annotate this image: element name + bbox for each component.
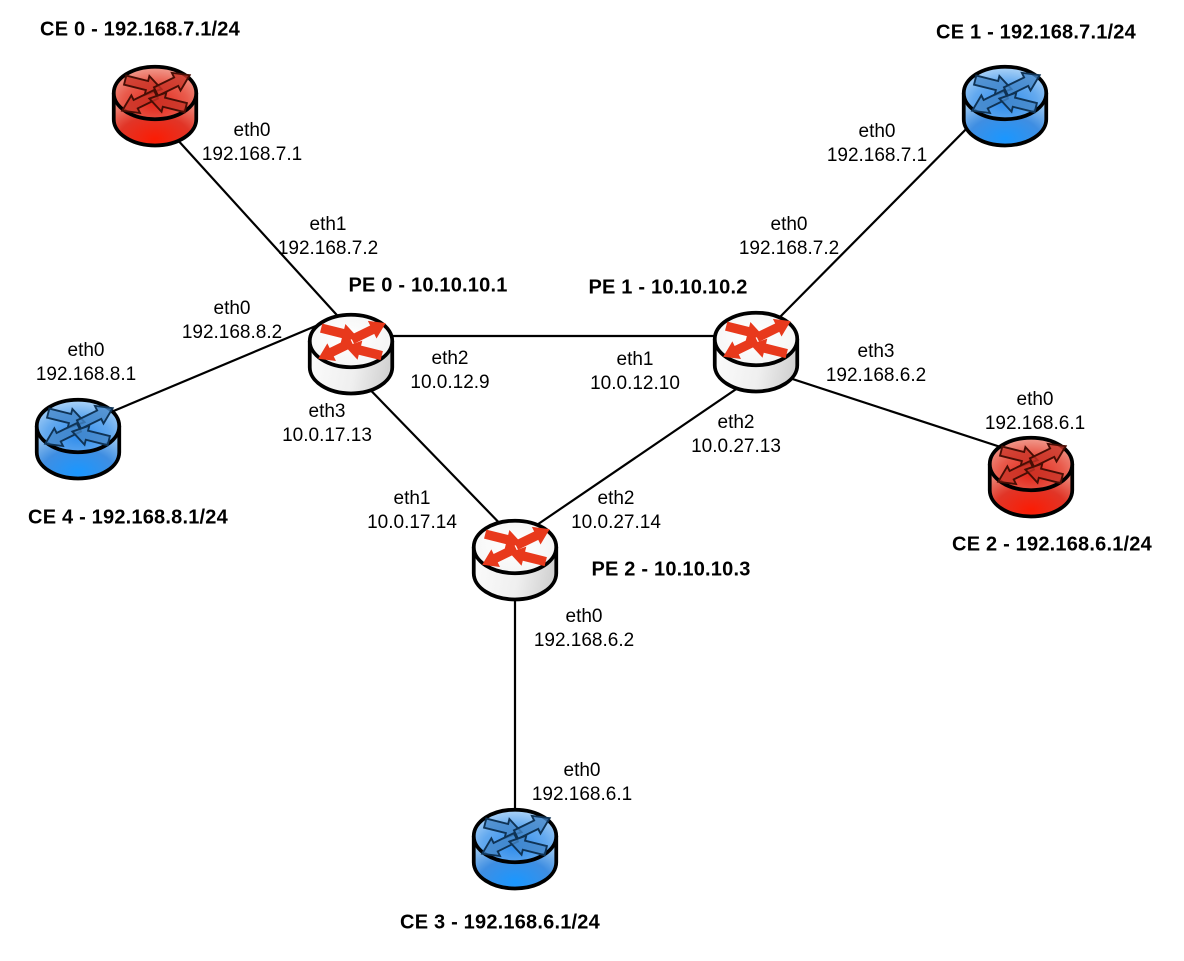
interface-name: eth0 [858, 121, 896, 142]
link-ce0-pe0 [164, 125, 346, 325]
interface-name: eth2 [717, 412, 755, 433]
interface-name: eth0 [565, 606, 603, 627]
node-title-pe1: PE 1 - 10.10.10.2 [588, 276, 748, 299]
interface-label-ce0-eth0: eth0 192.168.7.1 [202, 119, 302, 167]
interface-name: eth2 [597, 488, 635, 509]
interface-name: eth1 [616, 349, 654, 370]
interface-ip: 10.0.27.13 [691, 436, 781, 457]
node-title-pe0: PE 0 - 10.10.10.1 [348, 274, 508, 297]
link-pe1-pe2 [527, 365, 771, 532]
interface-name: eth0 [67, 340, 105, 361]
node-title-ce4: CE 4 - 192.168.8.1/24 [28, 506, 228, 529]
interface-ip: 192.168.6.2 [533, 630, 635, 651]
interface-name: eth3 [857, 341, 895, 362]
router-pe1 [712, 310, 800, 394]
interface-ip: 10.0.17.14 [367, 512, 457, 533]
interface-label-pe0-eth0: eth0 192.168.8.2 [182, 297, 282, 345]
node-title-ce2: CE 2 - 192.168.6.1/24 [952, 533, 1152, 556]
interface-name: eth0 [233, 120, 271, 141]
interface-ip: 10.0.12.10 [590, 373, 680, 394]
interface-name: eth0 [563, 760, 601, 781]
node-title-ce3: CE 3 - 192.168.6.1/24 [400, 911, 600, 934]
interface-name: eth2 [431, 348, 469, 369]
router-ce0 [111, 64, 199, 148]
router-ce4 [34, 397, 122, 481]
interface-label-ce3-eth0: eth0 192.168.6.1 [532, 759, 632, 807]
interface-name: eth0 [213, 298, 251, 319]
link-pe0-pe2 [351, 370, 513, 537]
interface-name: eth3 [308, 401, 346, 422]
interface-ip: 192.168.7.2 [738, 238, 840, 259]
interface-label-pe1-eth1: eth1 10.0.12.10 [590, 348, 680, 396]
link-ce1-pe1 [771, 109, 986, 326]
router-ce3 [471, 807, 559, 891]
interface-name: eth1 [309, 214, 347, 235]
router-ce1 [961, 64, 1049, 148]
interface-label-pe2-eth2: eth2 10.0.27.14 [571, 487, 661, 535]
interface-ip: 192.168.8.1 [35, 364, 137, 385]
interface-label-ce4-eth0: eth0 192.168.8.1 [36, 339, 136, 387]
node-title-ce1: CE 1 - 192.168.7.1/24 [936, 21, 1136, 44]
interface-label-pe1-eth2: eth2 10.0.27.13 [691, 411, 781, 459]
interface-label-pe1-eth3: eth3 192.168.6.2 [826, 340, 926, 388]
interface-label-pe1-eth0: eth0 192.168.7.2 [739, 213, 839, 261]
interface-ip: 192.168.6.2 [825, 365, 927, 386]
interface-label-pe2-eth1: eth1 10.0.17.14 [367, 487, 457, 535]
interface-label-ce2-eth0: eth0 192.168.6.1 [985, 388, 1085, 436]
interface-ip: 192.168.6.1 [531, 784, 633, 805]
link-pe1-ce2 [764, 368, 1026, 457]
interface-label-pe2-eth0: eth0 192.168.6.2 [534, 605, 634, 653]
interface-ip: 192.168.7.2 [277, 238, 379, 259]
link-ce4-pe0 [84, 318, 331, 425]
interface-label-ce1-eth0: eth0 192.168.7.1 [827, 120, 927, 168]
interface-label-pe0-eth3: eth3 10.0.17.13 [282, 400, 372, 448]
interface-ip: 192.168.7.1 [201, 144, 303, 165]
interface-ip: 192.168.6.1 [984, 413, 1086, 434]
interface-ip: 192.168.7.1 [826, 145, 928, 166]
router-ce2 [987, 435, 1075, 519]
interface-name: eth0 [1016, 389, 1054, 410]
router-pe2 [471, 518, 559, 602]
interface-label-pe0-eth1: eth1 192.168.7.2 [278, 213, 378, 261]
interface-name: eth1 [393, 488, 431, 509]
interface-ip: 10.0.17.13 [282, 425, 372, 446]
interface-ip: 10.0.12.9 [410, 372, 490, 393]
interface-ip: 10.0.27.14 [571, 512, 661, 533]
interface-label-pe0-eth2: eth2 10.0.12.9 [410, 347, 489, 395]
interface-ip: 192.168.8.2 [181, 322, 283, 343]
interface-name: eth0 [770, 214, 808, 235]
node-title-pe2: PE 2 - 10.10.10.3 [591, 558, 751, 581]
node-title-ce0: CE 0 - 192.168.7.1/24 [40, 18, 240, 41]
router-pe0 [307, 312, 395, 396]
